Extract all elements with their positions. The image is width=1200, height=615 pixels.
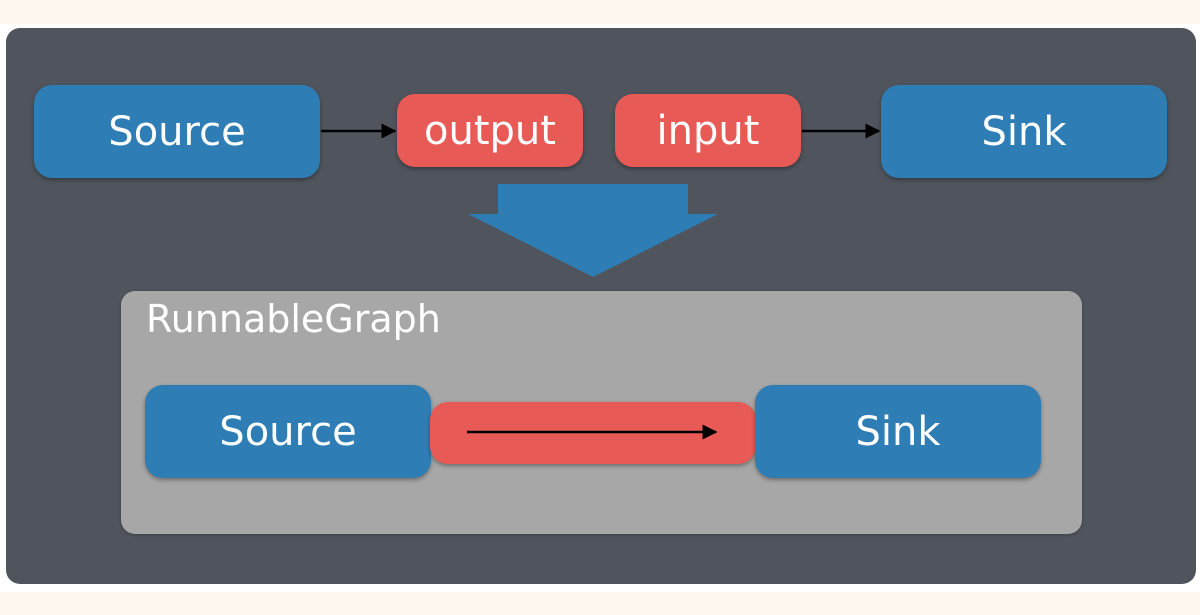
source-box-top: Source [34,85,320,178]
source-box-bottom: Source [145,385,431,478]
top-margin [0,0,1200,24]
source-label-bottom: Source [219,408,357,455]
output-label: output [424,107,556,154]
sink-label-bottom: Sink [855,408,941,455]
sink-box-top: Sink [881,85,1167,178]
input-label: input [656,107,760,154]
input-port-box: input [615,94,801,167]
output-port-box: output [397,94,583,167]
sink-label-top: Sink [981,108,1067,155]
down-arrow-icon [468,184,718,277]
runnable-graph-title: RunnableGraph [146,297,441,341]
source-label-top: Source [108,108,246,155]
bottom-margin [0,592,1200,615]
sink-box-bottom: Sink [755,385,1041,478]
